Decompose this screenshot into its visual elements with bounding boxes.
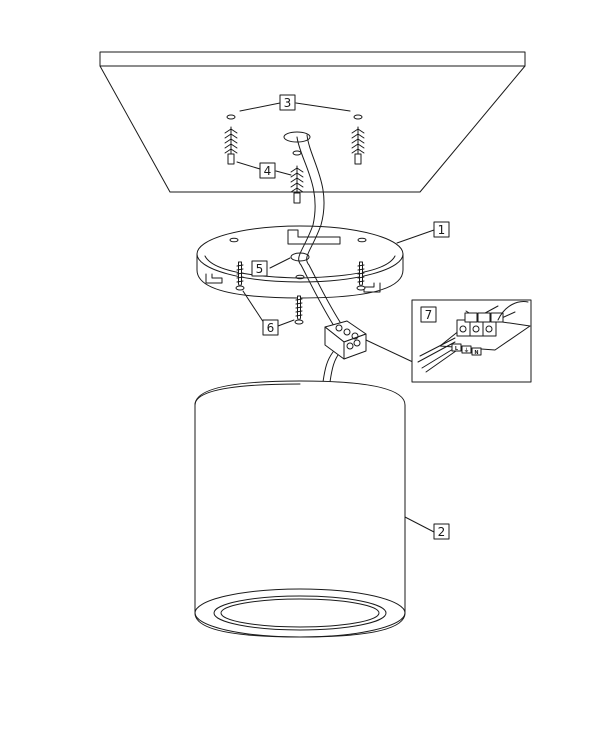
terminal-label-earth: ⏚ [464, 347, 469, 354]
callout-2: 2 [433, 523, 450, 540]
lamp-body [194, 380, 406, 638]
terminal-label-live: L [455, 346, 459, 352]
callout-7: 7 [420, 306, 437, 323]
screws [235, 261, 366, 325]
callout-3-label: 3 [284, 96, 292, 110]
drill-hole-right [353, 114, 363, 120]
callout-5: 5 [251, 260, 268, 277]
ceiling-plate [99, 51, 526, 193]
wiring-inset: L ⏚ N [411, 299, 532, 383]
wall-plug-left [224, 126, 238, 165]
leader-lines [236, 102, 435, 533]
screw-center [294, 295, 304, 325]
callout-3: 3 [279, 94, 296, 111]
screw-right [356, 261, 366, 291]
callout-6-label: 6 [267, 321, 275, 335]
callout-1: 1 [433, 221, 450, 238]
callout-4-label: 4 [264, 164, 272, 178]
terminal-block [324, 320, 416, 364]
supply-cable [296, 134, 341, 327]
mounting-base [196, 225, 404, 299]
wall-plugs [224, 126, 365, 204]
callout-7-label: 7 [425, 308, 433, 322]
callout-1-label: 1 [438, 223, 446, 237]
callout-2-label: 2 [438, 525, 446, 539]
screw-left [235, 261, 245, 291]
callout-5-label: 5 [256, 262, 264, 276]
lamp-cable [322, 351, 341, 383]
drill-hole-left [226, 114, 236, 120]
callout-4: 4 [259, 162, 276, 179]
wall-plug-right [351, 126, 365, 165]
wall-plug-center [290, 165, 304, 204]
callout-6: 6 [262, 319, 279, 336]
terminal-label-neutral: N [474, 350, 478, 356]
